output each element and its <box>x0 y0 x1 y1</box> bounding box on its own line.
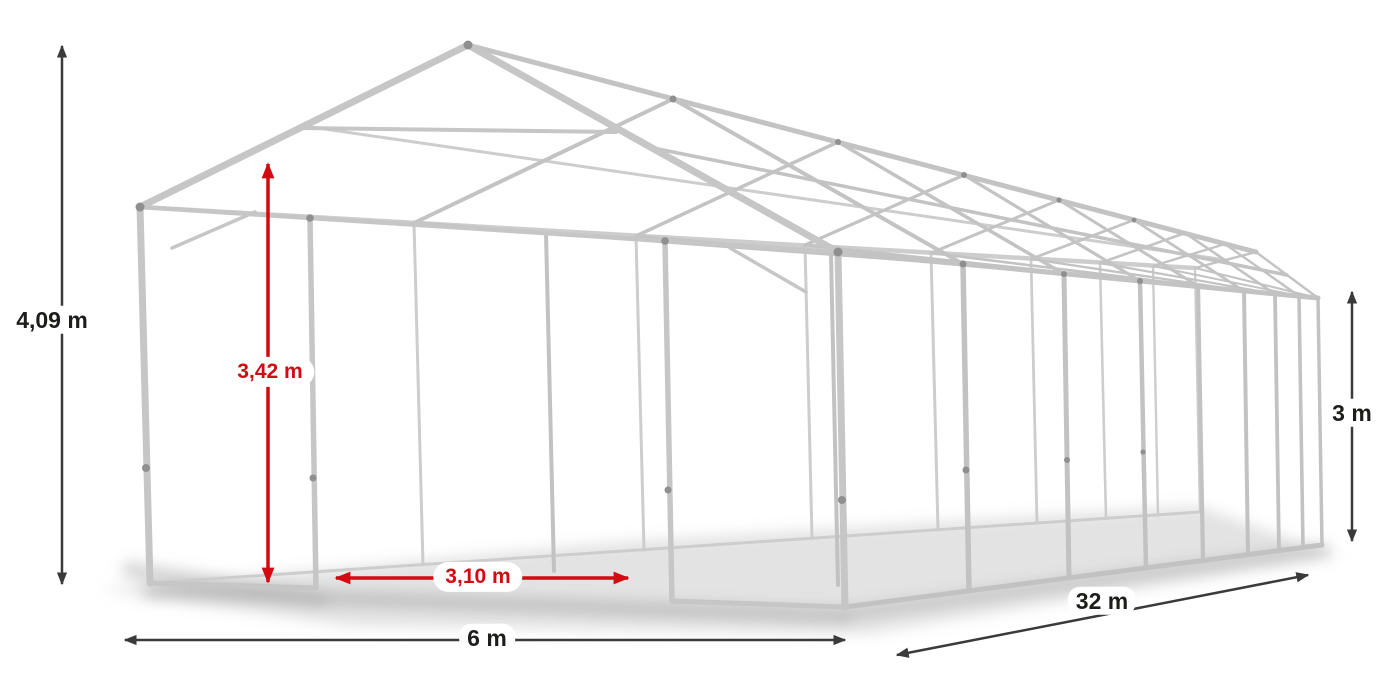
frame-near-wall <box>544 231 1325 610</box>
dimension-label-entrance-width: 3,10 m <box>433 561 523 593</box>
dimension-label-inner-height: 3,42 m <box>225 356 315 388</box>
dimension-label-total-height: 4,09 m <box>8 305 96 335</box>
frame-connectors <box>135 40 1146 504</box>
dimension-arrow-length <box>895 572 1310 658</box>
dimension-label-length: 32 m <box>1067 586 1137 616</box>
frame-roof <box>412 42 1321 301</box>
dimension-label-width: 6 m <box>459 623 515 653</box>
dimension-label-side-height: 3 m <box>1324 398 1380 428</box>
frame-front-gable <box>136 41 849 611</box>
ground-shadow <box>100 506 1340 634</box>
